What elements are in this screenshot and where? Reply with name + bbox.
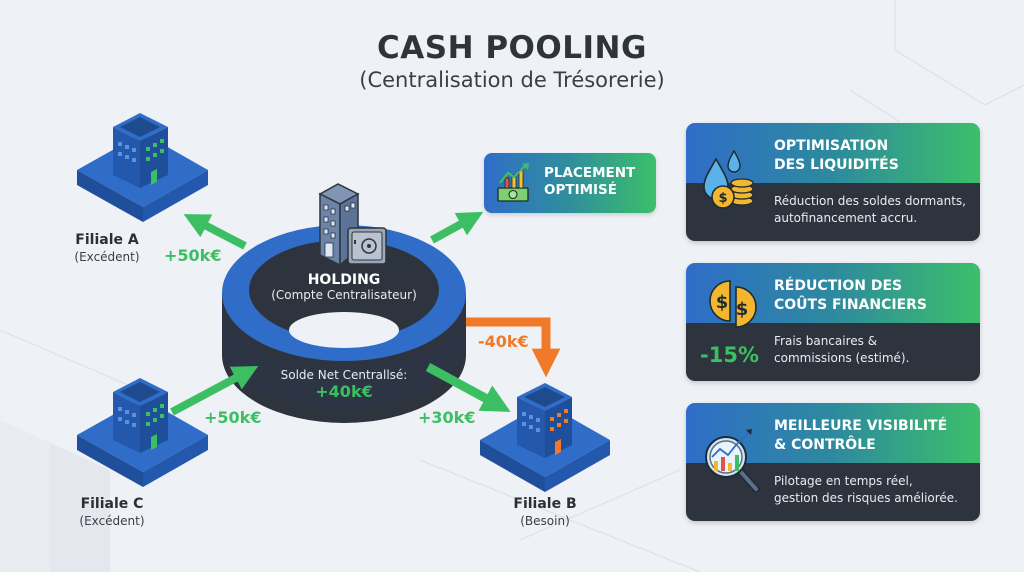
safe-icon bbox=[347, 227, 387, 267]
water-drops-coins-icon: $ bbox=[703, 149, 754, 209]
benefit-title-line2: & CONTRÔLE bbox=[774, 437, 876, 453]
filiale-c-flow-amount: +50k€ bbox=[204, 408, 262, 427]
filiale-b-name: Filiale B bbox=[513, 496, 577, 512]
filiale-c-name: Filiale C bbox=[80, 496, 144, 512]
benefit-desc-line1: Réduction des soldes dormants, bbox=[774, 194, 966, 208]
benefit-description: Pilotage en temps réel, gestion des risq… bbox=[774, 473, 958, 507]
benefit-desc-line2: commissions (estimé). bbox=[774, 351, 910, 365]
net-balance-value: +40k€ bbox=[315, 382, 373, 401]
filiale-a-name: Filiale A bbox=[75, 232, 139, 248]
magnifier-chart-icon bbox=[705, 429, 760, 493]
benefit-desc-line1: Pilotage en temps réel, bbox=[774, 474, 913, 488]
holding-ring bbox=[222, 225, 466, 423]
benefit-title-line1: RÉDUCTION DES bbox=[774, 278, 903, 294]
benefit-title: OPTIMISATION DES LIQUIDITÉS bbox=[774, 137, 899, 175]
filiale-b-building-icon bbox=[480, 383, 610, 492]
svg-text:$: $ bbox=[736, 299, 749, 320]
holding-title: HOLDING bbox=[307, 272, 381, 288]
arrow-holding-to-filiale-b bbox=[425, 363, 511, 412]
filiale-c-status: (Excédent) bbox=[79, 514, 145, 528]
arrow-holding-to-placement bbox=[430, 211, 484, 244]
svg-text:$: $ bbox=[716, 292, 729, 313]
benefit-desc-line2: autofinancement accru. bbox=[774, 211, 918, 225]
holding-label: HOLDING (Compte Centralisateur) bbox=[244, 272, 444, 302]
svg-text:$: $ bbox=[718, 191, 727, 206]
money-growth-chart-icon bbox=[497, 163, 529, 202]
filiale-a-label: Filiale A (Excédent) bbox=[62, 232, 152, 264]
filiale-b-inflow-amount: +30k€ bbox=[418, 408, 476, 427]
benefit-title-line1: MEILLEURE VISIBILITÉ bbox=[774, 418, 948, 434]
benefit-card-liquidity: $ OPTIMISATION DES LIQUIDITÉS Réduction … bbox=[686, 123, 980, 241]
filiale-a-flow-amount: +50k€ bbox=[164, 246, 222, 265]
arrow-filiale-c-to-holding bbox=[170, 365, 259, 416]
placement-label: PLACEMENT OPTIMISÉ bbox=[544, 165, 635, 199]
split-coin-dollar-icon: $ $ bbox=[709, 280, 757, 328]
benefit-description: Réduction des soldes dormants, autofinan… bbox=[774, 193, 966, 227]
page-subtitle: (Centralisation de Trésorerie) bbox=[359, 68, 665, 92]
arrow-holding-outflow-orange bbox=[466, 317, 561, 378]
filiale-b-status: (Besoin) bbox=[520, 514, 570, 528]
filiale-b-label: Filiale B (Besoin) bbox=[500, 496, 590, 528]
benefit-card-visibility: MEILLEURE VISIBILITÉ & CONTRÔLE Pilotage… bbox=[686, 403, 980, 521]
benefit-title-line1: OPTIMISATION bbox=[774, 138, 889, 154]
filiale-a-building-icon bbox=[77, 113, 208, 222]
benefit-title-line2: DES LIQUIDITÉS bbox=[774, 157, 899, 173]
holding-subtitle: (Compte Centralisateur) bbox=[271, 288, 417, 302]
net-balance-label: Solde Net Centrallsé: bbox=[280, 368, 408, 382]
page-title: CASH POOLING bbox=[377, 30, 647, 66]
benefit-title: RÉDUCTION DES COÛTS FINANCIERS bbox=[774, 277, 927, 315]
placement-label-line1: PLACEMENT bbox=[544, 165, 636, 181]
benefit-desc-line1: Frais bancaires & bbox=[774, 334, 878, 348]
cost-reduction-percentage: -15% bbox=[700, 343, 759, 367]
placement-label-line2: OPTIMISÉ bbox=[544, 182, 618, 198]
benefit-title: MEILLEURE VISIBILITÉ & CONTRÔLE bbox=[774, 417, 947, 455]
filiale-b-outflow-amount: -40k€ bbox=[478, 332, 529, 351]
benefit-desc-line2: gestion des risques améliorée. bbox=[774, 491, 958, 505]
filiale-c-building-icon bbox=[77, 378, 208, 487]
filiale-a-status: (Excédent) bbox=[74, 250, 140, 264]
arrow-holding-to-filiale-a bbox=[183, 214, 247, 250]
benefit-title-line2: COÛTS FINANCIERS bbox=[774, 297, 928, 313]
benefit-card-costs: $ $ -15% RÉDUCTION DES COÛTS FINANCIERS … bbox=[686, 263, 980, 381]
filiale-c-label: Filiale C (Excédent) bbox=[62, 496, 162, 528]
cash-pooling-diagram bbox=[77, 113, 610, 492]
holding-net-balance: Solde Net Centrallsé: +40k€ bbox=[244, 368, 444, 401]
benefit-description: Frais bancaires & commissions (estimé). bbox=[774, 333, 909, 367]
placement-optimise-box: PLACEMENT OPTIMISÉ bbox=[484, 153, 656, 213]
